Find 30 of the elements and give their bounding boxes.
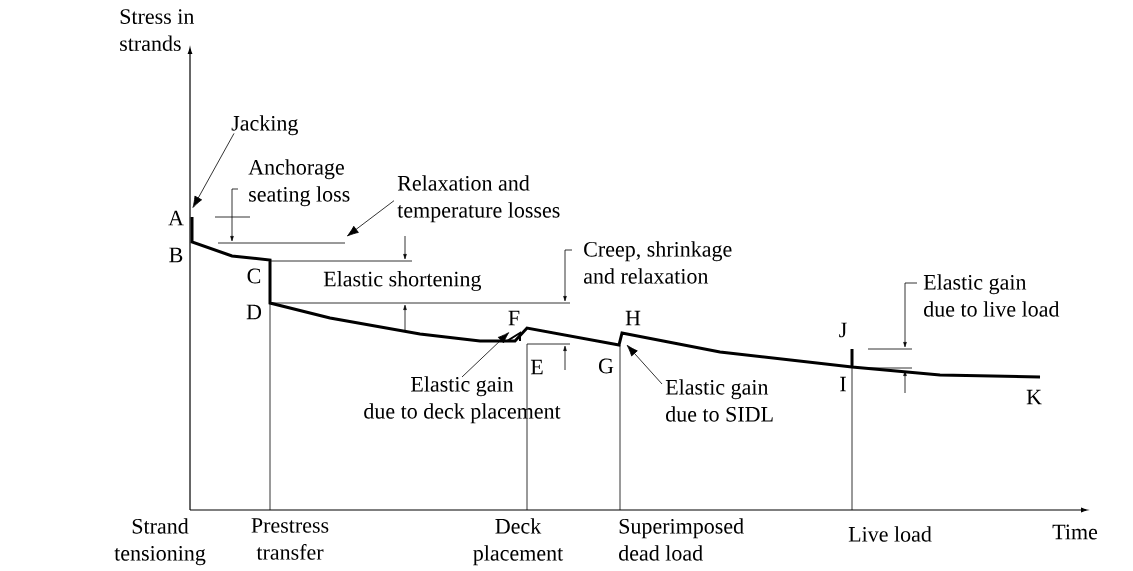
point-label: B — [169, 247, 183, 263]
point-label: J — [839, 322, 847, 338]
point-label: H — [625, 310, 641, 326]
leader-line — [626, 344, 663, 385]
point-label: E — [530, 359, 543, 375]
leader-line — [461, 332, 510, 378]
leader-line — [347, 200, 395, 237]
point-label: C — [247, 268, 261, 284]
point-label: G — [598, 358, 614, 374]
point-label: I — [840, 376, 846, 392]
axis-title: Stress in strands — [120, 9, 195, 51]
callout-text: Elastic gain due to SIDL — [665, 379, 773, 422]
axis-label: Superimposed dead load — [619, 518, 744, 561]
dimension-label: Elastic gain due to live load — [923, 274, 1060, 317]
leader-line — [192, 133, 235, 208]
axis-label: Prestress transfer — [251, 518, 329, 560]
callout-text: Relaxation and temperature losses — [397, 175, 560, 223]
axis-label: Strand tensioning — [114, 518, 206, 566]
dimension-label: Elastic shortening — [323, 271, 482, 291]
axis-label: Deck placement — [473, 518, 564, 566]
dimension-label: Creep, shrinkage and relaxation — [583, 241, 732, 284]
dimension-label: Anchorage seating loss — [248, 159, 350, 207]
callout-text: Elastic gain due to deck placement — [364, 376, 561, 424]
point-label: A — [168, 210, 184, 226]
point-label: F — [508, 310, 520, 326]
axis-label: Live load — [848, 526, 932, 542]
axis-label: Time — [1052, 524, 1098, 540]
point-label: D — [246, 304, 262, 320]
point-label: K — [1026, 389, 1042, 405]
callout-text: Jacking — [231, 115, 298, 136]
